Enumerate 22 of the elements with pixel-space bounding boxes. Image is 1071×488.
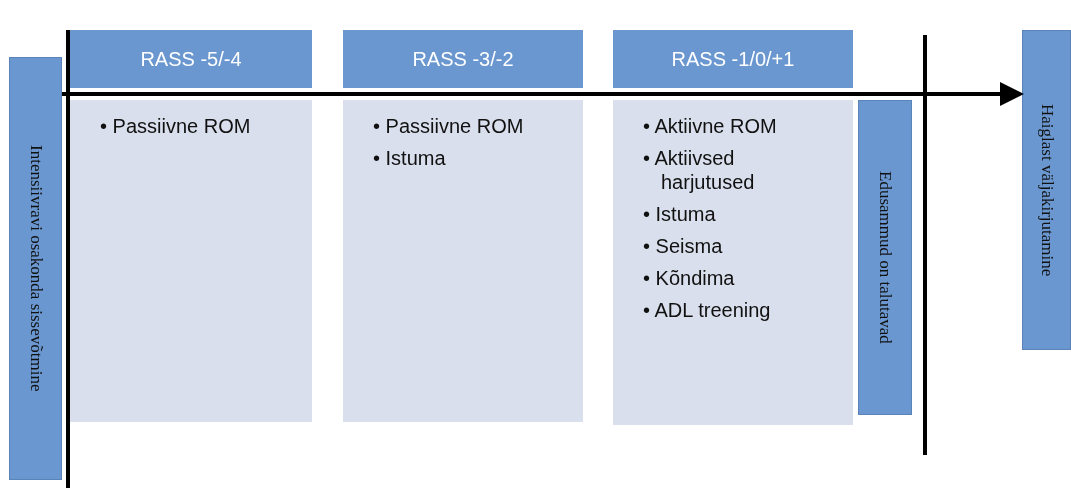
column-header: RASS -1/0/+1 <box>613 30 853 88</box>
column-panel <box>70 100 312 422</box>
bullet-item: • Kõndima <box>643 266 736 290</box>
milestone-label: Haiglast väljakirjutamine <box>1036 103 1057 277</box>
bullet-item: • Passiivne ROM <box>373 114 525 138</box>
bullet-item: • Istuma <box>643 202 717 226</box>
milestone-box <box>1022 30 1071 350</box>
milestone-label: Edusammud on talutavad <box>875 171 895 344</box>
bullet-item: • Aktiivne ROM <box>643 114 778 138</box>
milestone-box <box>858 100 912 415</box>
milestone-label: Intensiivravi osakonda sissevõtmine <box>25 145 46 392</box>
bullet-item: • Istuma <box>373 146 447 170</box>
milestone-box <box>9 57 62 480</box>
bullet-item: • Aktiivsed harjutused <box>643 146 756 194</box>
bullet-item: • Seisma <box>643 234 724 258</box>
column-panel <box>343 100 583 422</box>
bullet-item: • Passiivne ROM <box>100 114 252 138</box>
column-header: RASS -3/-2 <box>343 30 583 88</box>
bullet-item: • ADL treening <box>643 298 772 322</box>
column-panel <box>613 100 853 425</box>
column-header: RASS -5/-4 <box>70 30 312 88</box>
timeline-arrow <box>62 82 1024 106</box>
